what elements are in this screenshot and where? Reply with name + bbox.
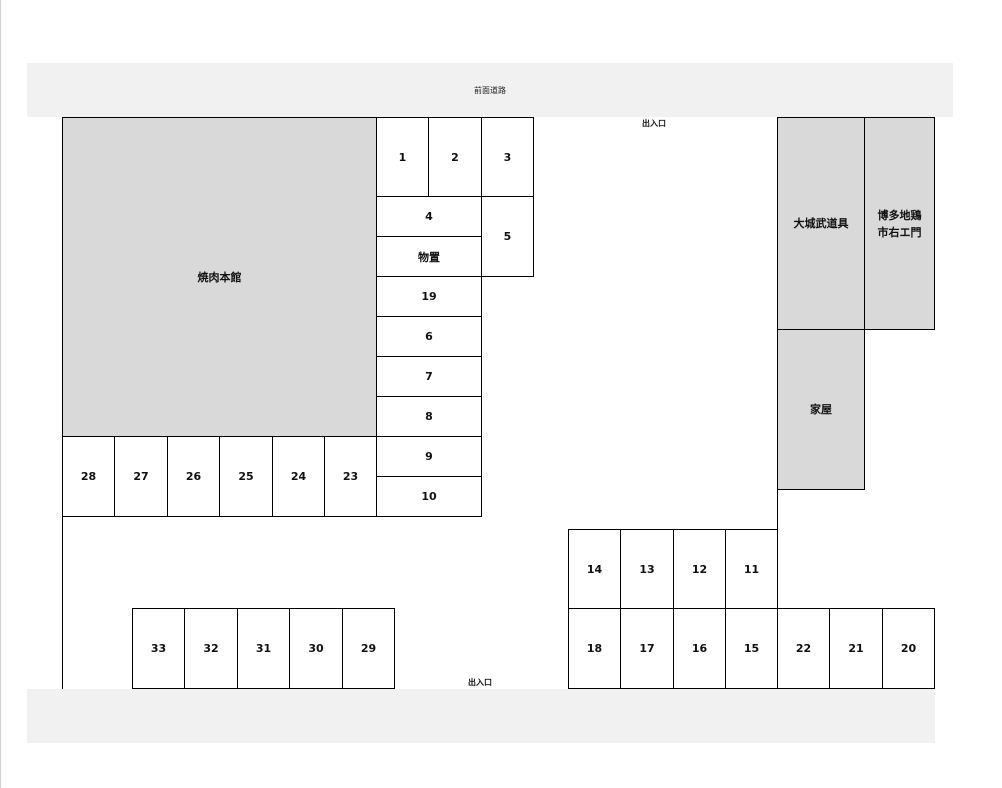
parking-space-18[interactable]: 18 <box>568 608 621 689</box>
parking-space-28[interactable]: 28 <box>62 436 115 517</box>
space-number: 20 <box>900 642 917 655</box>
rear-road <box>27 689 935 743</box>
space-number: 15 <box>743 642 760 655</box>
parking-space-20[interactable]: 20 <box>882 608 935 689</box>
space-number: 6 <box>425 330 433 343</box>
parking-space-33[interactable]: 33 <box>132 608 185 689</box>
parking-space-12[interactable]: 12 <box>673 529 726 609</box>
space-number: 31 <box>255 642 272 655</box>
space-number: 4 <box>425 210 433 223</box>
entrance-top: 出入口 <box>642 119 666 128</box>
entrance-bottom: 出入口 <box>468 678 492 687</box>
house: 家屋 <box>777 329 865 490</box>
house-label: 家屋 <box>810 403 832 416</box>
space-number: 5 <box>503 230 512 243</box>
hakata-label-line2: 市右エ門 <box>877 225 922 239</box>
space-number: 21 <box>848 642 864 655</box>
parking-space-7[interactable]: 7 <box>376 356 482 397</box>
space-number: 29 <box>360 642 377 655</box>
space-number: 7 <box>425 370 433 383</box>
space-number: 26 <box>185 470 202 483</box>
parking-space-16[interactable]: 16 <box>673 608 726 689</box>
parking-space-21[interactable]: 21 <box>829 608 883 689</box>
space-number: 14 <box>586 562 603 576</box>
parking-space-5[interactable]: 5 <box>481 196 534 277</box>
parking-space-3[interactable]: 3 <box>481 117 534 197</box>
parking-space-9[interactable]: 9 <box>376 436 482 477</box>
main-building: 焼肉本館 <box>62 117 377 437</box>
space-number: 24 <box>290 470 307 483</box>
space-number: 11 <box>743 562 760 576</box>
parking-space-31[interactable]: 31 <box>237 608 290 689</box>
space-number: 30 <box>308 642 324 655</box>
space-number: 16 <box>691 642 708 655</box>
space-number: 1 <box>398 150 407 164</box>
space-number: 22 <box>795 642 812 655</box>
parking-space-8[interactable]: 8 <box>376 396 482 437</box>
space-number: 2 <box>451 150 459 164</box>
parking-space-27[interactable]: 27 <box>114 436 168 517</box>
parking-space-14[interactable]: 14 <box>568 529 621 609</box>
parking-space-10[interactable]: 10 <box>376 476 482 517</box>
parking-space-32[interactable]: 32 <box>184 608 238 689</box>
site-boundary-right <box>777 489 778 530</box>
space-number: 9 <box>425 450 433 463</box>
main-building-label: 焼肉本館 <box>197 270 242 284</box>
parking-space-4[interactable]: 4 <box>376 196 482 237</box>
space-number: 17 <box>639 642 655 655</box>
parking-space-15[interactable]: 15 <box>725 608 778 689</box>
space-number: 25 <box>238 470 254 483</box>
parking-space-30[interactable]: 30 <box>289 608 343 689</box>
space-number: 19 <box>421 290 437 303</box>
parking-space-24[interactable]: 24 <box>272 436 325 517</box>
parking-space-6[interactable]: 6 <box>376 316 482 357</box>
space-number: 23 <box>342 470 359 483</box>
hakata-jidori-shop: 博多地鶏 市右エ門 <box>864 117 935 330</box>
space-number: 8 <box>425 410 433 423</box>
space-number: 32 <box>203 642 219 655</box>
space-number: 3 <box>503 150 512 164</box>
parking-space-17[interactable]: 17 <box>620 608 674 689</box>
budogu-shop: 大城武道具 <box>777 117 865 330</box>
space-number: 10 <box>421 490 437 503</box>
parking-space-1[interactable]: 1 <box>376 117 429 197</box>
front-road-label: 前面道路 <box>474 85 506 95</box>
parking-space-13[interactable]: 13 <box>620 529 674 609</box>
hakata-label-line1: 博多地鶏 <box>877 208 922 222</box>
parking-space-25[interactable]: 25 <box>219 436 273 517</box>
parking-space-11[interactable]: 11 <box>725 529 778 609</box>
space-number: 12 <box>691 562 708 576</box>
storage-label: 物置 <box>418 250 440 264</box>
front-road: 前面道路 <box>27 63 953 117</box>
space-number: 13 <box>639 562 655 576</box>
parking-space-19[interactable]: 19 <box>376 276 482 317</box>
parking-space-26[interactable]: 26 <box>167 436 220 517</box>
space-number: 33 <box>150 642 167 655</box>
page-edge <box>0 0 1 788</box>
parking-space-29[interactable]: 29 <box>342 608 395 689</box>
budogu-shop-label: 大城武道具 <box>793 217 849 230</box>
space-number: 18 <box>586 642 603 655</box>
parking-space-2[interactable]: 2 <box>428 117 482 197</box>
space-number: 27 <box>133 470 149 483</box>
storage-shed: 物置 <box>376 236 482 277</box>
space-number: 28 <box>80 470 97 483</box>
parking-space-22[interactable]: 22 <box>777 608 830 689</box>
parking-space-23[interactable]: 23 <box>324 436 377 517</box>
